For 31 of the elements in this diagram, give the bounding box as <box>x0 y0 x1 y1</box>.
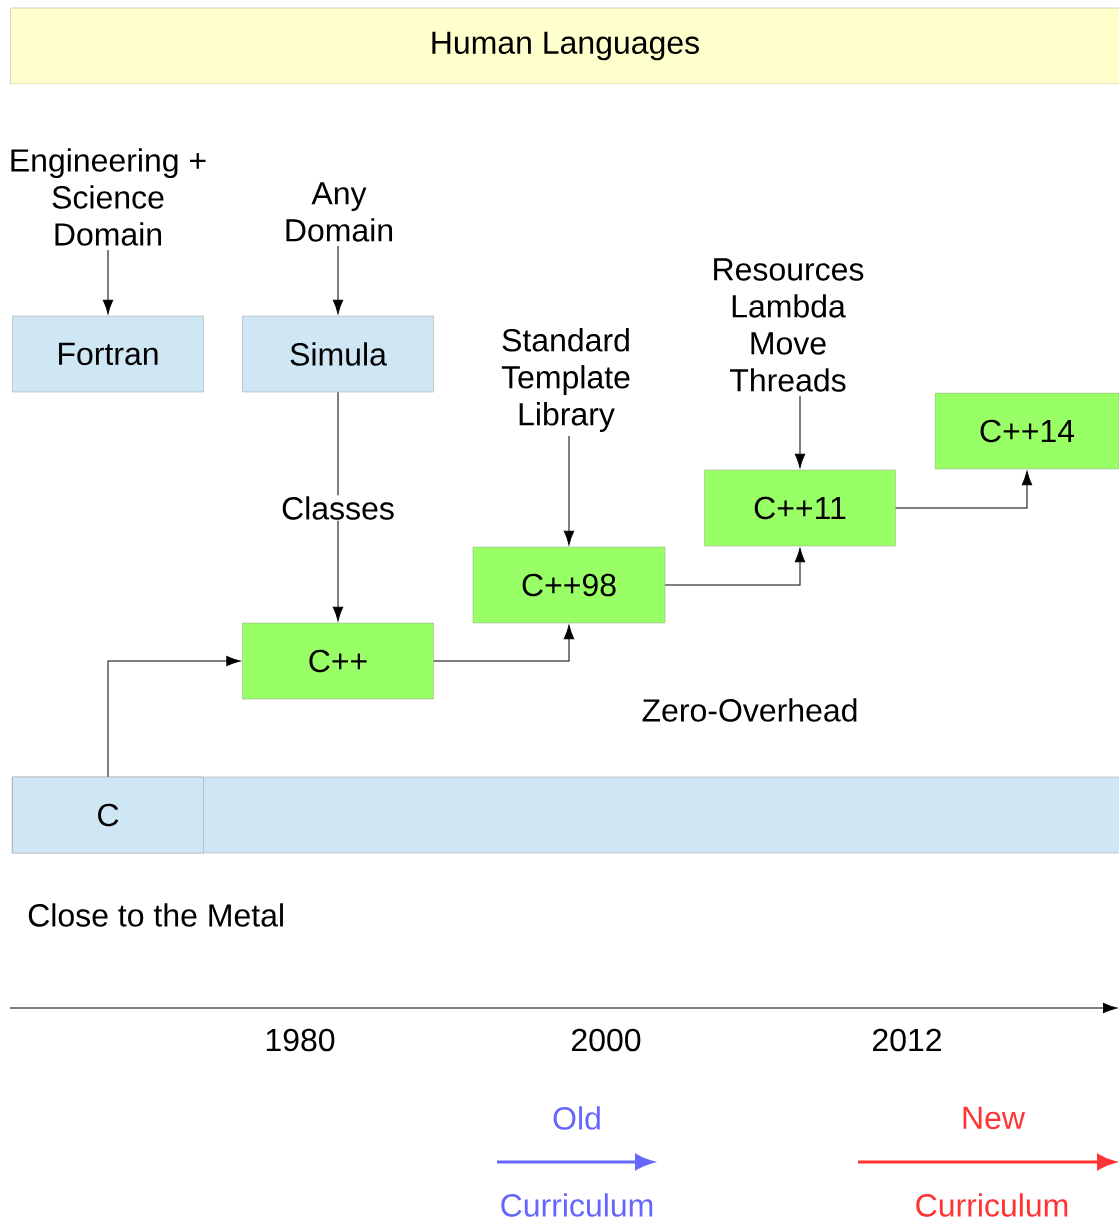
language-box: Simula <box>242 315 434 393</box>
year-label: 2012 <box>873 1028 941 1052</box>
banner: Human Languages <box>10 7 1119 85</box>
curriculum-label: Curriculum <box>501 1193 653 1217</box>
arrow <box>664 547 806 586</box>
annotation-text: Resources Lambda Move Threads <box>714 258 864 392</box>
arrow <box>433 624 575 662</box>
annotation-text: Engineering + Science Domain <box>11 148 206 246</box>
arrow <box>895 470 1033 509</box>
language-box: C++14 <box>934 392 1119 470</box>
edge-label: Classes <box>280 495 396 521</box>
language-box: C++ <box>242 622 434 700</box>
arrow <box>794 395 806 469</box>
arrow <box>563 435 575 546</box>
curriculum-label: Curriculum <box>916 1193 1068 1217</box>
curriculum-label: New <box>963 1106 1026 1130</box>
language-box: C++98 <box>472 546 666 624</box>
curriculum-label: Old <box>553 1106 600 1130</box>
arrow <box>332 391 344 622</box>
language-box: C <box>12 776 204 854</box>
annotation-text: Any Domain <box>286 182 393 242</box>
year-label: 2000 <box>572 1028 641 1052</box>
annotation-text: Standard Template Library <box>501 328 630 432</box>
language-box: Fortran <box>12 315 204 393</box>
caption-text: Close to the Metal <box>28 903 283 927</box>
year-label: 1980 <box>266 1028 335 1052</box>
arrow <box>332 245 344 315</box>
arrow <box>107 655 241 778</box>
arrow <box>102 249 114 315</box>
caption-text: Zero-Overhead <box>642 698 857 722</box>
language-box: C++11 <box>704 469 896 547</box>
